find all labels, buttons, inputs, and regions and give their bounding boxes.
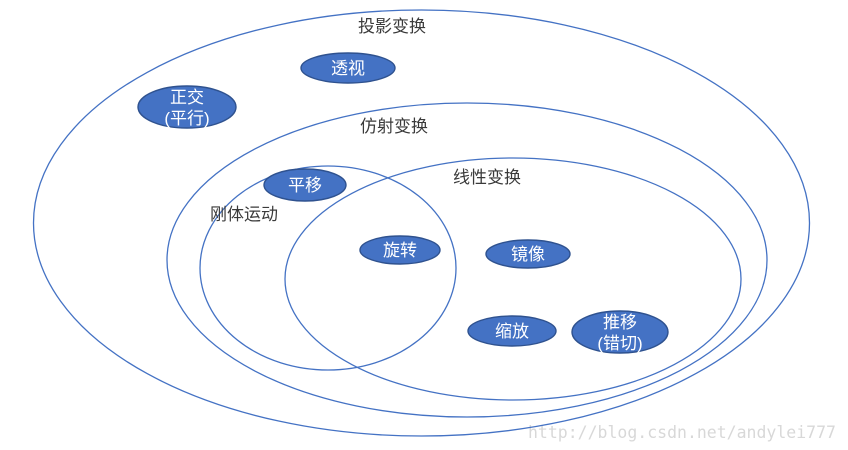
- node-perspective: 透视: [300, 52, 396, 84]
- node-mirror: 镜像: [485, 239, 571, 269]
- set-linear-transform-label: 线性变换: [453, 168, 521, 187]
- node-rotation-label: 旋转: [383, 241, 417, 260]
- node-translation-ellipse: [263, 168, 347, 202]
- node-shear-label-line2: (错切): [597, 334, 642, 353]
- node-scaling-ellipse: [467, 315, 557, 347]
- node-scaling-label: 缩放: [495, 322, 529, 341]
- csdn-watermark: http://blog.csdn.net/andylei777: [528, 423, 836, 442]
- set-linear-transform-ellipse: [284, 157, 742, 401]
- set-rigid-motion-ellipse: [199, 165, 457, 371]
- node-rotation-ellipse: [359, 235, 441, 265]
- node-perspective-label: 透视: [331, 59, 365, 78]
- node-mirror-label: 镜像: [511, 245, 545, 264]
- node-orthographic-parallel-label-line1: 正交: [170, 88, 204, 107]
- node-mirror-ellipse: [485, 239, 571, 269]
- node-shear-ellipse: [571, 310, 669, 354]
- node-orthographic-parallel: 正交 (平行): [137, 85, 237, 129]
- set-projective-transform-label: 投影变换: [358, 17, 426, 36]
- set-affine-transform-label: 仿射变换: [360, 117, 428, 136]
- set-affine-transform-ellipse: [166, 102, 768, 418]
- node-translation-label: 平移: [288, 176, 322, 195]
- node-scaling: 缩放: [467, 315, 557, 347]
- node-orthographic-parallel-ellipse: [137, 85, 237, 129]
- node-rotation: 旋转: [359, 235, 441, 265]
- set-rigid-motion-label: 刚体运动: [210, 205, 278, 224]
- node-perspective-ellipse: [300, 52, 396, 84]
- node-shear-label-line1: 推移: [603, 313, 637, 332]
- node-translation: 平移: [263, 168, 347, 202]
- node-shear: 推移 (错切): [571, 310, 669, 354]
- node-orthographic-parallel-label-line2: (平行): [164, 109, 209, 128]
- set-projective-transform-ellipse: [32, 9, 811, 437]
